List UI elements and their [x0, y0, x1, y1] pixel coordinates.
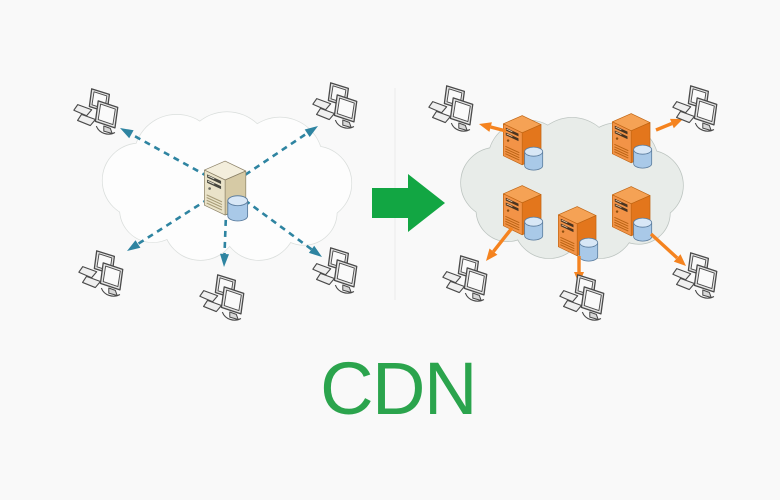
- origin-delivery-arrow: [127, 185, 228, 251]
- client-computer-icon: [442, 255, 488, 302]
- edge-delivery-arrow: [479, 122, 507, 133]
- cloud-shape: [460, 117, 684, 259]
- diagram-title: CDN: [320, 347, 477, 430]
- client-computer-icon: [672, 85, 718, 132]
- edge-delivery-arrow: [486, 226, 514, 261]
- client-computer-icon: [559, 274, 605, 321]
- client-computer-icon: [428, 85, 474, 132]
- client-computer-icon: [199, 274, 245, 321]
- cdn-network-panel: [428, 85, 718, 321]
- edge-delivery-arrow: [655, 118, 683, 132]
- client-computer-icon: [78, 250, 124, 297]
- edge-delivery-arrow: [649, 232, 686, 266]
- client-computer-icon: [312, 82, 358, 129]
- client-computer-icon: [73, 88, 119, 135]
- transform-arrow-icon: [372, 174, 445, 232]
- origin-network-panel: [73, 82, 358, 321]
- origin-delivery-arrow: [226, 185, 322, 257]
- origin-delivery-arrow: [120, 128, 228, 189]
